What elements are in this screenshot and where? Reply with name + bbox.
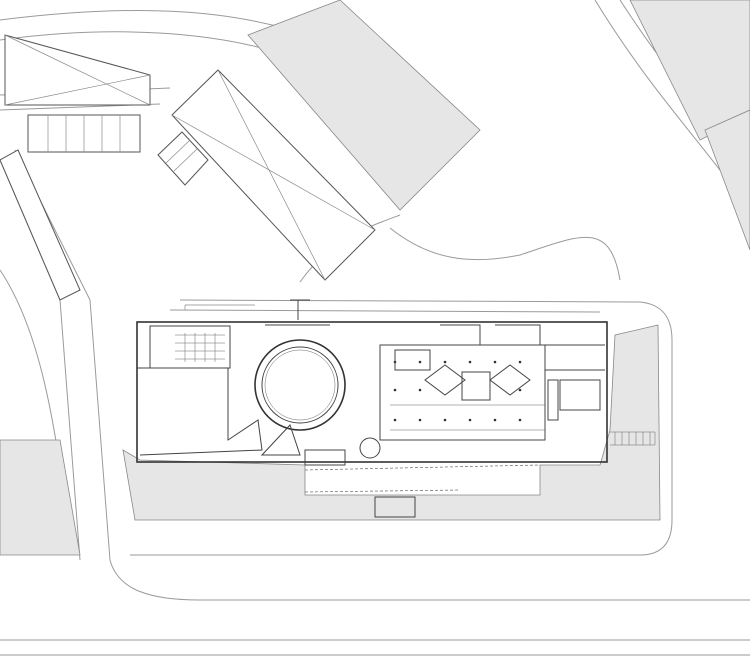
nw-buildings bbox=[0, 34, 376, 301]
shaded-areas bbox=[0, 0, 750, 556]
main-building bbox=[136, 299, 656, 518]
